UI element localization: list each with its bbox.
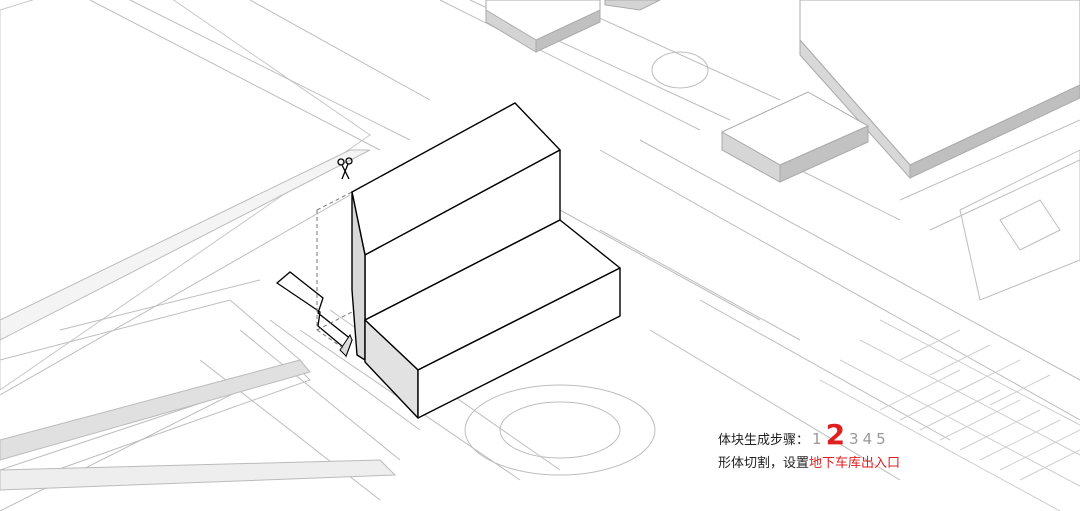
cut-volume-outline — [316, 191, 353, 351]
steps-row: 体块生成步骤： 1 2 3 4 5 — [718, 418, 900, 451]
context-building-right — [799, 0, 1080, 180]
description-text: 形体切割，设置 — [718, 456, 810, 471]
step-1: 1 — [812, 430, 822, 448]
context-building-top — [485, 0, 661, 53]
description-highlight: 地下车库出入口 — [809, 456, 901, 471]
context-building-left-slab — [0, 149, 371, 341]
context-building-bottom-left — [0, 359, 397, 491]
low-block — [364, 219, 621, 419]
step-2-active: 2 — [825, 418, 846, 451]
context-building-mid — [720, 91, 870, 183]
tall-block — [351, 102, 561, 361]
scissors-icon — [337, 157, 353, 180]
legend-title: 体块生成步骤： — [718, 433, 810, 448]
garage-ramp — [275, 271, 353, 358]
step-5: 5 — [876, 430, 886, 448]
step-description: 形体切割，设置地下车库出入口 — [718, 452, 900, 471]
step-4: 4 — [862, 430, 873, 448]
step-3: 3 — [849, 430, 859, 448]
step-legend: 体块生成步骤： 1 2 3 4 5 形体切割，设置地下车库出入口 — [718, 418, 900, 472]
